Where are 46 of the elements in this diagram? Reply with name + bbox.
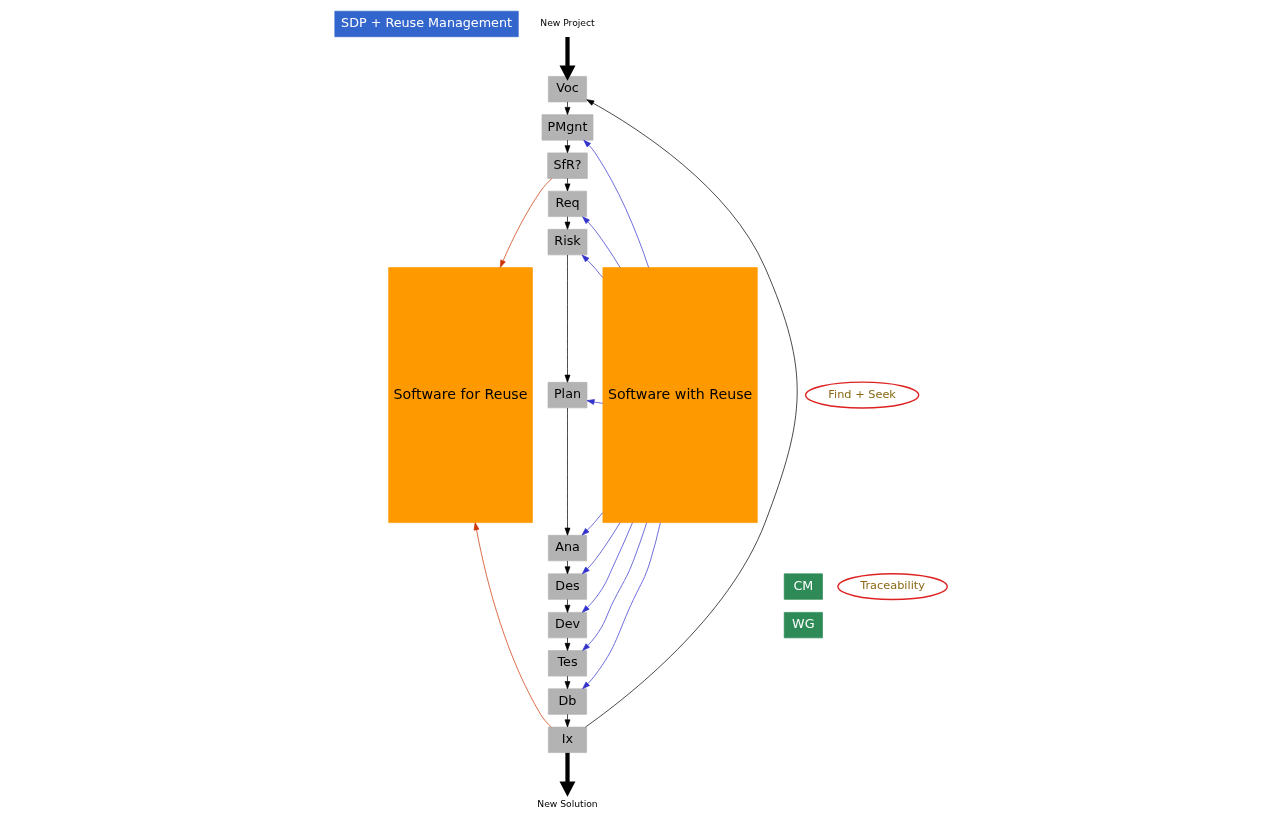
arrow <box>473 522 552 728</box>
arrow <box>559 752 576 797</box>
arrow <box>564 599 571 613</box>
arrow <box>564 216 571 230</box>
arrow <box>499 178 553 268</box>
node-box: Software with Reuse <box>602 267 758 523</box>
node-box: Ana <box>548 535 587 562</box>
arrow <box>564 407 571 536</box>
node-box: Req <box>548 190 587 217</box>
node-box: Dev <box>548 612 587 639</box>
arrow <box>564 675 571 690</box>
arrow <box>564 101 571 115</box>
node-ellipse: Find + Seek <box>804 381 920 409</box>
node-box: Voc <box>548 76 587 103</box>
node-box: Software for Reuse <box>388 267 533 523</box>
arrow <box>583 139 649 268</box>
node-box: WG <box>783 612 823 639</box>
arrow <box>582 522 661 689</box>
arrow <box>581 522 633 613</box>
arrow <box>564 714 571 728</box>
arrow <box>564 254 571 383</box>
node-box: PMgnt <box>541 114 594 141</box>
node-box: Plan <box>547 382 588 409</box>
node-text: New Solution <box>537 798 598 810</box>
node-box: Des <box>548 573 587 600</box>
node-ellipse: Traceability <box>837 572 948 601</box>
arrow <box>581 254 604 278</box>
node-box: Db <box>548 688 587 715</box>
arrow <box>564 560 571 575</box>
arrow <box>564 178 571 192</box>
node-box: SDP + Reuse Management <box>334 10 519 38</box>
arrow <box>586 399 604 405</box>
node-box: CM <box>783 573 823 600</box>
arrow <box>559 37 576 81</box>
arrow <box>564 637 571 651</box>
arrow <box>582 522 648 651</box>
node-box: Risk <box>547 229 588 256</box>
node-text: New Project <box>540 17 595 29</box>
arrow <box>564 139 571 154</box>
node-box: Tes <box>548 650 587 677</box>
node-box: SfR? <box>547 152 588 179</box>
arrow <box>582 522 621 575</box>
arrow <box>582 216 621 268</box>
arrow <box>585 99 798 728</box>
arrow <box>581 512 604 536</box>
node-box: Ix <box>548 726 587 753</box>
